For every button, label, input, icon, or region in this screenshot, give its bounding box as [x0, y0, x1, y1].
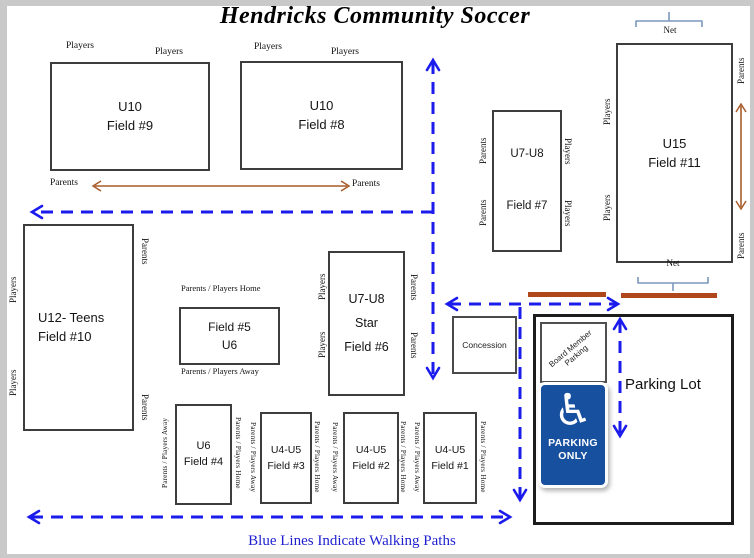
field-9-name: Field #9: [106, 118, 154, 133]
field-10-division: U12- Teens: [38, 310, 105, 326]
players-label: Players: [602, 194, 612, 222]
field-5-box: Field #5 U6: [179, 307, 280, 365]
parents-label: Parents: [140, 393, 150, 421]
field-8-name: Field #8: [298, 117, 345, 132]
field-1-name: Field #1: [431, 459, 469, 472]
away-side-label: Parents / Players Away: [331, 421, 339, 493]
parents-label: Parents: [409, 273, 419, 301]
parents-label: Parents: [736, 57, 746, 85]
parents-label: Parents: [140, 237, 150, 265]
away-side-label: Parents / Players Away: [181, 366, 259, 376]
field-5-division: U6: [221, 337, 238, 352]
field-11-box: U15 Field #11: [616, 43, 733, 263]
players-label: Players: [602, 98, 612, 126]
field-6-name: Field #6: [344, 340, 389, 354]
field-3-box: U4-U5 Field #3: [260, 412, 312, 504]
parking-lot-label: Parking Lot: [625, 376, 701, 393]
players-label: Players: [8, 276, 18, 304]
field-4-name: Field #4: [183, 456, 224, 468]
field-5-name: Field #5: [208, 320, 251, 335]
players-label: Players: [317, 331, 327, 359]
players-label: Players: [66, 41, 94, 51]
handicap-sign-text-2: ONLY: [558, 450, 588, 463]
field-4-box: U6 Field #4: [175, 404, 232, 505]
players-label: Players: [317, 273, 327, 301]
field-9-division: U10: [118, 99, 142, 115]
parents-label: Parents: [409, 331, 419, 359]
field-11-division: U15: [662, 135, 687, 151]
handicap-sign-text-1: PARKING: [548, 437, 598, 449]
field-3-name: Field #3: [267, 459, 305, 472]
field-3-division: U4-U5: [270, 443, 302, 456]
parents-label: Parents: [478, 137, 488, 165]
field-11-name: Field #11: [648, 154, 701, 170]
field-1-division: U4-U5: [434, 443, 466, 456]
field-7-box: U7-U8 Field #7: [492, 110, 562, 252]
home-side-label: Parents / Players Home: [479, 421, 487, 493]
home-side-label: Parents / Players Home: [234, 416, 242, 489]
field-6-box: U7-U8 Star Field #6: [328, 251, 405, 396]
home-side-label: Parents / Players Home: [399, 421, 407, 493]
parents-label: Parents: [478, 199, 488, 227]
players-label: Players: [8, 369, 18, 397]
away-side-label: Parents / Players Away: [161, 417, 169, 488]
board-member-parking-label: Board Member Parking: [547, 328, 594, 370]
home-side-label: Parents / Players Home: [181, 283, 261, 293]
players-label: Players: [254, 42, 282, 52]
wheelchair-icon: ♿: [553, 385, 593, 436]
field-1-box: U4-U5 Field #1: [423, 412, 477, 504]
page-title: Hendricks Community Soccer: [219, 3, 531, 29]
field-2-box: U4-U5 Field #2: [343, 412, 399, 504]
board-member-parking-box: Board Member Parking: [540, 322, 607, 383]
concession-label: Concession: [462, 339, 507, 350]
parents-label: Parents: [352, 179, 380, 189]
away-side-label: Parents / Players Away: [249, 421, 257, 493]
field-6-subname: Star: [355, 316, 378, 330]
players-label: Players: [563, 199, 573, 227]
away-side-label: Parents / Players Away: [413, 421, 421, 493]
parents-label: Parents: [736, 232, 746, 260]
net-label-top: Net: [663, 25, 677, 35]
field-8-division: U10: [309, 98, 334, 114]
players-label: Players: [331, 47, 359, 57]
field-10-box: U12- Teens Field #10: [23, 224, 134, 431]
net-label-bottom: Net: [666, 258, 680, 268]
handicap-parking-sign: ♿ PARKING ONLY: [538, 382, 608, 488]
players-label: Players: [155, 47, 183, 57]
field-9-box: U10 Field #9: [50, 62, 210, 171]
field-2-division: U4-U5: [355, 443, 387, 456]
walking-paths-legend: Blue Lines Indicate Walking Paths: [248, 533, 456, 549]
field-8-box: U10 Field #8: [240, 61, 403, 170]
field-7-division: U7-U8: [510, 147, 544, 160]
concession-box: Concession: [452, 316, 517, 374]
field-6-division: U7-U8: [348, 292, 385, 306]
home-side-label: Parents / Players Home: [313, 421, 321, 493]
field-10-name: Field #10: [38, 329, 92, 344]
parents-label: Parents: [50, 178, 78, 188]
field-2-name: Field #2: [352, 459, 390, 472]
players-label: Players: [563, 137, 573, 165]
field-4-division: U6: [196, 439, 211, 452]
field-7-name: Field #7: [506, 200, 548, 213]
